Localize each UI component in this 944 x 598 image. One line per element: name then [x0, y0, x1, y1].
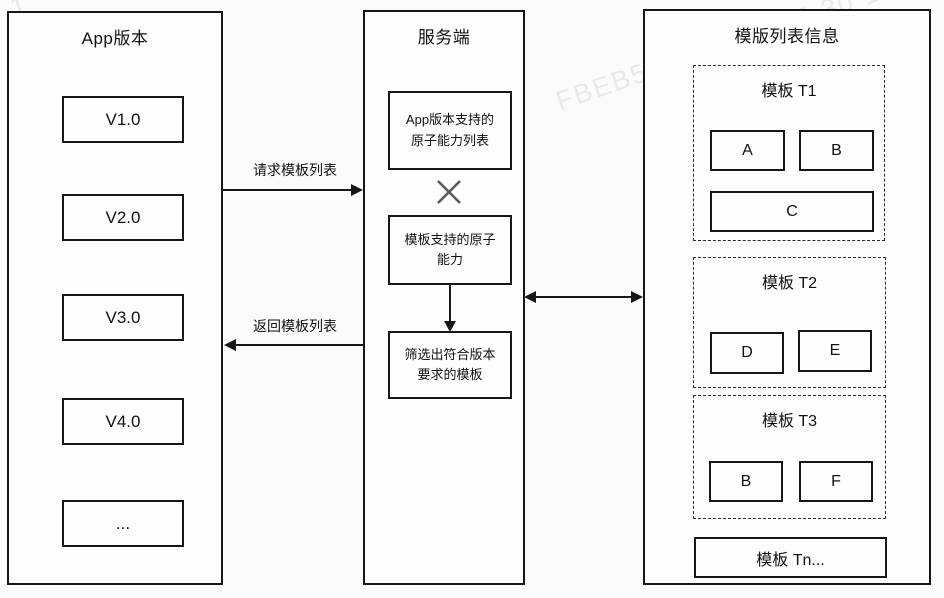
template-group-t1: 模板 T1 A B C: [693, 65, 885, 241]
server-title: 服务端: [417, 28, 471, 47]
capability-box-b2: B: [709, 461, 783, 502]
server-panel: 服务端 App版本支持的 原子能力列表 模板支持的原子 能力 筛选出符合版本 要…: [363, 10, 525, 585]
template-group-t2: 模板 T2 D E: [693, 257, 886, 388]
capability-box-b: B: [799, 130, 874, 171]
sync-arrow-line: [536, 296, 633, 298]
request-arrow-label: 请求模板列表: [253, 162, 337, 178]
return-arrow-label: 返回模板列表: [253, 318, 337, 334]
capability-box-e: E: [798, 330, 872, 372]
capability-box-d: D: [710, 332, 784, 374]
template-t3-name: 模板 T3: [761, 413, 818, 430]
template-t2-name: 模板 T2: [761, 275, 818, 292]
template-group-t3: 模板 T3 B F: [693, 395, 886, 519]
template-list-panel: 模版列表信息 模板 T1 A B C 模板 T2 D E 模板 T3 B F 模…: [643, 9, 931, 585]
version-box-v4: V4.0: [62, 398, 184, 445]
capability-box-a: A: [710, 130, 785, 171]
app-versions-panel: App版本 V1.0 V2.0 V3.0 V4.0 ...: [7, 11, 223, 585]
version-box-v1: V1.0: [62, 96, 184, 143]
template-t1-name: 模板 T1: [761, 83, 817, 100]
intersect-cross-icon: [435, 178, 463, 206]
request-arrow-line: [223, 189, 356, 191]
capability-box-f: F: [799, 461, 873, 502]
down-arrow-line: [449, 285, 451, 323]
arrowhead-left-icon: [524, 291, 536, 303]
server-box-template-capabilities: 模板支持的原子 能力: [388, 215, 512, 285]
server-box-filter-templates: 筛选出符合版本 要求的模板: [388, 331, 512, 399]
template-list-title: 模版列表信息: [734, 27, 840, 46]
return-arrow-line: [234, 344, 363, 346]
arrowhead-down-icon: [444, 321, 456, 332]
version-box-v2: V2.0: [62, 194, 184, 241]
version-box-more: ...: [62, 500, 184, 547]
capability-box-c: C: [710, 191, 874, 232]
arrowhead-right-icon: [631, 291, 643, 303]
version-box-v3: V3.0: [62, 294, 184, 341]
arrowhead-right-icon: [351, 184, 363, 196]
arrowhead-left-icon: [224, 339, 236, 351]
server-box-app-capabilities: App版本支持的 原子能力列表: [388, 91, 512, 170]
app-versions-title: App版本: [81, 29, 149, 48]
template-tn-box: 模板 Tn...: [694, 537, 887, 578]
